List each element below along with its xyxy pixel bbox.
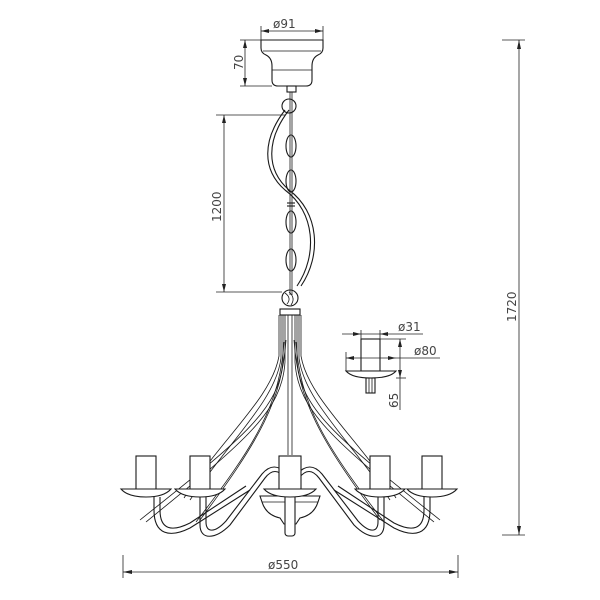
dimension-canopy-diameter: ø91 [260,17,324,40]
candle-detail: ø31 ø80 65 [342,320,440,410]
label-overall-diameter: ø550 [268,558,298,572]
candle-2 [173,455,227,498]
label-bobeche-diameter: ø80 [414,344,437,358]
dimension-canopy-height: 70 [232,39,272,87]
candle-5 [405,455,459,498]
candles [119,455,459,498]
label-chain-length: 1200 [210,191,224,222]
dimension-chain-length: 1200 [210,114,285,293]
candle-4 [353,455,407,498]
ceiling-canopy [260,39,324,93]
label-canopy-diameter: ø91 [273,17,296,31]
arm-bends [153,466,431,537]
label-candle-height: 65 [387,393,401,408]
dimension-overall-diameter: ø550 [122,555,459,578]
candle-3 [262,455,318,498]
label-candle-diameter: ø31 [398,320,421,334]
label-canopy-height: 70 [232,55,246,70]
dimension-overall-height: 1720 [502,39,525,536]
label-overall-height: 1720 [505,291,519,322]
candle-1 [119,455,173,498]
suspension-chain [267,92,316,316]
